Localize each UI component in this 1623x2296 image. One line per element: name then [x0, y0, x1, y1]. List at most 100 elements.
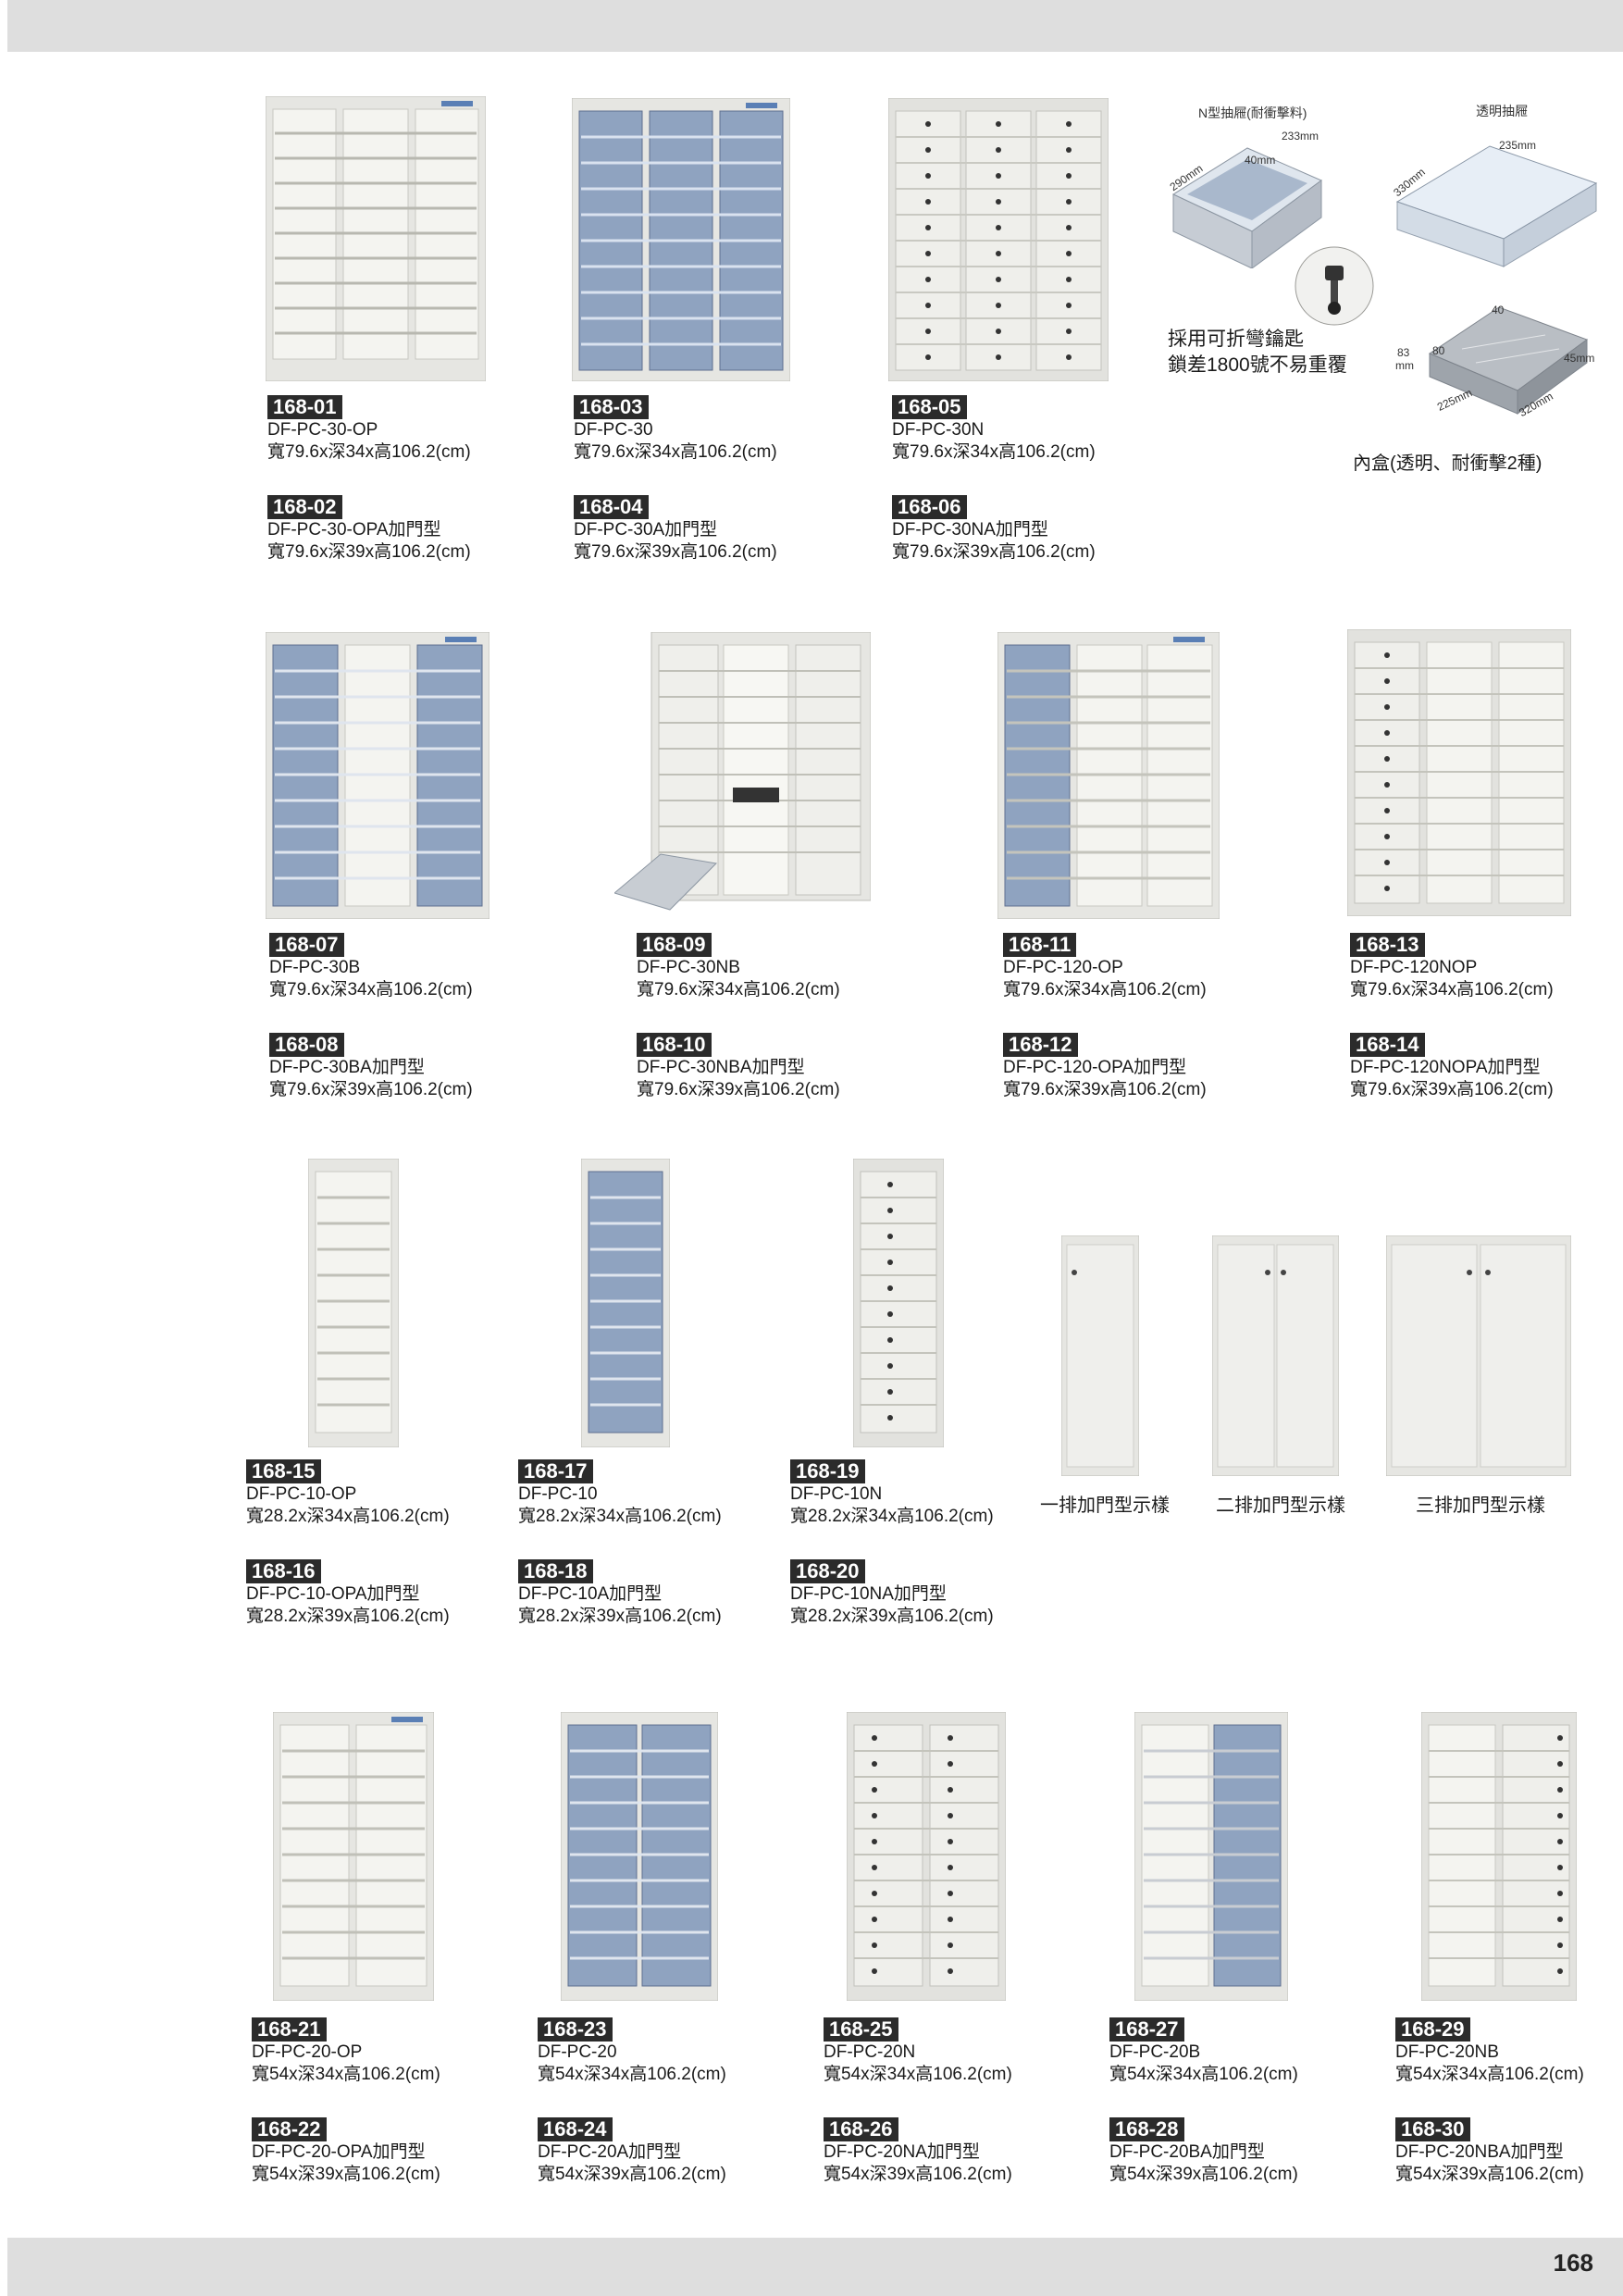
door-sample-two-caption: 二排加門型示樣 — [1216, 1496, 1345, 1516]
n-drawer-width: 233mm — [1282, 130, 1319, 143]
product-group: 168-03 DF-PC-30 寬79.6x深34x高106.2(cm) 168… — [574, 395, 805, 562]
product-group: 168-17 DF-PC-10 寬28.2x深34x高106.2(cm) 168… — [518, 1459, 750, 1626]
product-code: 168-29 — [1395, 2017, 1470, 2042]
product-model: DF-PC-30NA加門型 — [892, 520, 1048, 540]
product-code: 168-07 — [269, 933, 344, 957]
product-entry: 168-26 DF-PC-20NA加門型 寬54x深39x高106.2(cm) — [824, 2117, 1055, 2184]
product-model: DF-PC-10-OP — [246, 1484, 357, 1504]
product-code: 168-10 — [637, 1033, 712, 1057]
product-model: DF-PC-30 — [574, 420, 653, 440]
product-model: DF-PC-10 — [518, 1484, 598, 1504]
product-model: DF-PC-20NB — [1395, 2042, 1499, 2062]
cabinet-image-168-15 — [308, 1159, 399, 1447]
key-lock-image — [1294, 245, 1375, 327]
product-code: 168-02 — [267, 495, 342, 519]
product-code: 168-28 — [1109, 2117, 1184, 2141]
door-sample-two-image — [1212, 1235, 1339, 1476]
product-dimensions: 寬28.2x深34x高106.2(cm) — [518, 1507, 722, 1526]
cabinet-image-168-01 — [266, 96, 486, 381]
product-dimensions: 寬54x深39x高106.2(cm) — [252, 2165, 440, 2184]
product-dimensions: 寬79.6x深34x高106.2(cm) — [267, 442, 471, 462]
n-drawer-caption: N型抽屜(耐衝擊料) — [1198, 105, 1307, 120]
product-dimensions: 寬79.6x深34x高106.2(cm) — [1350, 980, 1554, 999]
product-entry: 168-27 DF-PC-20B 寬54x深34x高106.2(cm) — [1109, 2017, 1341, 2084]
product-model: DF-PC-120-OPA加門型 — [1003, 1058, 1187, 1077]
product-model: DF-PC-120-OP — [1003, 958, 1123, 977]
product-dimensions: 寬54x深39x高106.2(cm) — [1109, 2165, 1298, 2184]
product-group: 168-09 DF-PC-30NB 寬79.6x深34x高106.2(cm) 1… — [637, 933, 868, 1099]
cabinet-image-168-23 — [561, 1712, 718, 2001]
product-entry: 168-18 DF-PC-10A加門型 寬28.2x深39x高106.2(cm) — [518, 1559, 750, 1626]
product-dimensions: 寬79.6x深39x高106.2(cm) — [1350, 1080, 1554, 1099]
product-dimensions: 寬79.6x深39x高106.2(cm) — [574, 542, 777, 562]
cabinet-image-168-03 — [572, 98, 790, 381]
product-dimensions: 寬79.6x深34x高106.2(cm) — [574, 442, 777, 462]
product-code: 168-03 — [574, 395, 649, 419]
box-dim-83-unit: mm — [1395, 359, 1414, 372]
product-model: DF-PC-30N — [892, 420, 985, 440]
product-dimensions: 寬28.2x深39x高106.2(cm) — [246, 1607, 450, 1626]
product-code: 168-25 — [824, 2017, 898, 2042]
product-model: DF-PC-120NOP — [1350, 958, 1478, 977]
product-code: 168-17 — [518, 1459, 593, 1483]
product-entry: 168-15 DF-PC-10-OP 寬28.2x深34x高106.2(cm) — [246, 1459, 477, 1526]
product-model: DF-PC-30NB — [637, 958, 740, 977]
product-entry: 168-30 DF-PC-20NBA加門型 寬54x深39x高106.2(cm) — [1395, 2117, 1623, 2184]
product-entry: 168-20 DF-PC-10NA加門型 寬28.2x深39x高106.2(cm… — [790, 1559, 1022, 1626]
product-code: 168-27 — [1109, 2017, 1184, 2042]
cabinet-image-168-25 — [847, 1712, 1006, 2001]
product-code: 168-26 — [824, 2117, 898, 2141]
product-entry: 168-21 DF-PC-20-OP 寬54x深34x高106.2(cm) — [252, 2017, 483, 2084]
product-dimensions: 寬79.6x深39x高106.2(cm) — [267, 542, 471, 562]
n-drawer-image — [1164, 130, 1326, 268]
product-group: 168-13 DF-PC-120NOP 寬79.6x深34x高106.2(cm)… — [1350, 933, 1581, 1099]
product-entry: 168-24 DF-PC-20A加門型 寬54x深39x高106.2(cm) — [538, 2117, 769, 2184]
product-model: DF-PC-30BA加門型 — [269, 1058, 425, 1077]
product-model: DF-PC-30A加門型 — [574, 520, 718, 540]
product-dimensions: 寬54x深34x高106.2(cm) — [1109, 2065, 1298, 2084]
product-dimensions: 寬79.6x深39x高106.2(cm) — [637, 1080, 840, 1099]
door-sample-three-caption: 三排加門型示樣 — [1416, 1496, 1545, 1516]
product-group: 168-11 DF-PC-120-OP 寬79.6x深34x高106.2(cm)… — [1003, 933, 1234, 1099]
product-code: 168-15 — [246, 1459, 321, 1483]
box-dim-45: 45mm — [1564, 352, 1595, 365]
inner-box-caption: 內盒(透明、耐衝擊2種) — [1353, 453, 1542, 474]
product-group: 168-29 DF-PC-20NB 寬54x深34x高106.2(cm) 168… — [1395, 2017, 1623, 2184]
cabinet-image-168-19 — [853, 1159, 944, 1447]
page-number: 168 — [1553, 2249, 1593, 2277]
clear-drawer-width: 235mm — [1499, 139, 1537, 152]
product-group: 168-07 DF-PC-30B 寬79.6x深34x高106.2(cm) 16… — [269, 933, 501, 1099]
clear-drawer-caption: 透明抽屜 — [1476, 104, 1528, 118]
product-model: DF-PC-20 — [538, 2042, 617, 2062]
product-code: 168-16 — [246, 1559, 321, 1583]
product-entry: 168-04 DF-PC-30A加門型 寬79.6x深39x高106.2(cm) — [574, 495, 805, 562]
product-model: DF-PC-20-OPA加門型 — [252, 2142, 426, 2162]
product-dimensions: 寬79.6x深34x高106.2(cm) — [1003, 980, 1207, 999]
product-entry: 168-02 DF-PC-30-OPA加門型 寬79.6x深39x高106.2(… — [267, 495, 499, 562]
product-group: 168-25 DF-PC-20N 寬54x深34x高106.2(cm) 168-… — [824, 2017, 1055, 2184]
product-model: DF-PC-30-OPA加門型 — [267, 520, 441, 540]
product-dimensions: 寬54x深39x高106.2(cm) — [1395, 2165, 1584, 2184]
door-sample-one-image — [1061, 1235, 1139, 1476]
product-code: 168-09 — [637, 933, 712, 957]
cabinet-image-168-27 — [1134, 1712, 1288, 2001]
product-dimensions: 寬54x深34x高106.2(cm) — [252, 2065, 440, 2084]
product-dimensions: 寬28.2x深39x高106.2(cm) — [518, 1607, 722, 1626]
product-dimensions: 寬79.6x深39x高106.2(cm) — [1003, 1080, 1207, 1099]
product-code: 168-12 — [1003, 1033, 1078, 1057]
box-dim-40: 40 — [1492, 304, 1505, 316]
door-sample-three-image — [1386, 1235, 1571, 1476]
bottom-band: 168 — [7, 2238, 1623, 2296]
product-entry: 168-29 DF-PC-20NB 寬54x深34x高106.2(cm) — [1395, 2017, 1623, 2084]
product-group: 168-01 DF-PC-30-OP 寬79.6x深34x高106.2(cm) … — [267, 395, 499, 562]
product-entry: 168-06 DF-PC-30NA加門型 寬79.6x深39x高106.2(cm… — [892, 495, 1123, 562]
product-model: DF-PC-20A加門型 — [538, 2142, 682, 2162]
product-dimensions: 寬79.6x深34x高106.2(cm) — [637, 980, 840, 999]
product-entry: 168-11 DF-PC-120-OP 寬79.6x深34x高106.2(cm) — [1003, 933, 1234, 999]
product-model: DF-PC-20-OP — [252, 2042, 363, 2062]
product-model: DF-PC-30-OP — [267, 420, 378, 440]
product-dimensions: 寬54x深34x高106.2(cm) — [538, 2065, 726, 2084]
product-dimensions: 寬54x深39x高106.2(cm) — [824, 2165, 1012, 2184]
cabinet-image-168-17 — [581, 1159, 670, 1447]
product-entry: 168-28 DF-PC-20BA加門型 寬54x深39x高106.2(cm) — [1109, 2117, 1341, 2184]
